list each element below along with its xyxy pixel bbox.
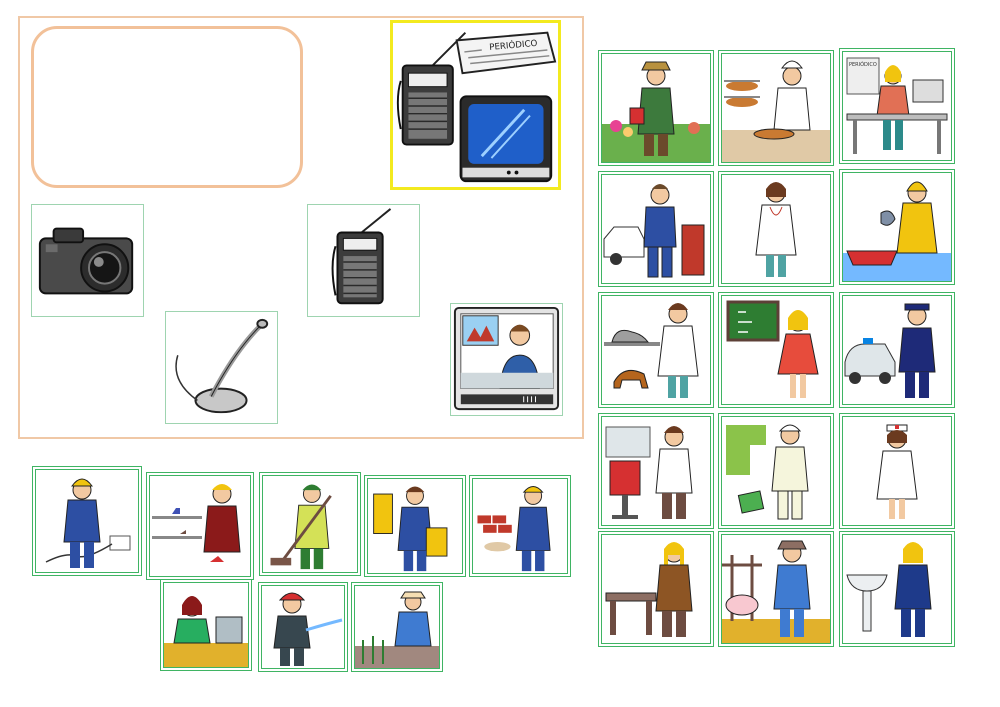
- profession-card-bricklayer[interactable]: [469, 475, 571, 577]
- profession-card-farmer[interactable]: [718, 531, 834, 647]
- profession-card-journalist[interactable]: PERIÓDICO: [839, 48, 955, 164]
- board-title: PERIÓDICO: [849, 61, 877, 68]
- fisherman-icon: [843, 181, 951, 281]
- profession-card-painter[interactable]: [718, 413, 834, 529]
- profession-card-cashier[interactable]: [160, 579, 252, 671]
- postal-worker-icon: [373, 486, 448, 572]
- profession-card-hairdresser[interactable]: [598, 413, 714, 529]
- answer-drop-zone[interactable]: [31, 26, 303, 188]
- gardener-icon: [602, 61, 710, 162]
- painter-icon: [726, 424, 809, 520]
- hairdresser-icon: [605, 426, 693, 519]
- teacher-icon: [726, 300, 819, 398]
- bricklayer-icon: [476, 486, 551, 572]
- plumber-icon: [846, 542, 932, 637]
- nurse-icon: [876, 424, 918, 519]
- doctor-icon: [755, 182, 797, 277]
- profession-card-nurse[interactable]: [839, 413, 955, 529]
- profession-card-doctor[interactable]: [718, 171, 834, 287]
- profession-card-gardener[interactable]: [598, 50, 714, 166]
- profession-card-baker[interactable]: [718, 50, 834, 166]
- tv-presenter-tile[interactable]: [450, 303, 563, 416]
- profession-card-veterinarian[interactable]: [598, 292, 714, 408]
- street-sweeper-icon: [270, 484, 332, 570]
- profession-card-postal-worker[interactable]: [364, 475, 466, 577]
- shoe-seller-icon: [152, 484, 241, 562]
- profession-card-teacher[interactable]: [718, 292, 834, 408]
- microphone-tile[interactable]: [165, 311, 278, 424]
- veterinarian-icon: [604, 303, 699, 398]
- camera-icon: [38, 227, 134, 295]
- profession-card-crop-farmer[interactable]: [351, 582, 443, 672]
- baker-icon: [722, 60, 830, 162]
- carpenter-icon: [605, 542, 693, 637]
- farmer-icon: [722, 540, 830, 643]
- profession-card-fisherman[interactable]: [839, 169, 955, 285]
- radio-tile[interactable]: [307, 204, 420, 317]
- tv-news-presenter-icon: [453, 306, 560, 411]
- journalist-icon: PERIÓDICO: [846, 57, 948, 154]
- profession-card-police-officer[interactable]: [839, 292, 955, 408]
- microphone-icon: [175, 318, 269, 414]
- profession-card-plumber[interactable]: [839, 531, 955, 647]
- camera-tile[interactable]: [31, 204, 144, 317]
- mechanic-icon: [603, 184, 705, 278]
- electrician-icon: [45, 478, 131, 568]
- profession-card-electrician[interactable]: [32, 466, 142, 576]
- firefighter-icon: [273, 592, 343, 666]
- profession-card-carpenter[interactable]: [598, 531, 714, 647]
- profession-card-street-sweeper[interactable]: [259, 472, 361, 576]
- profession-card-shoe-seller[interactable]: [146, 472, 254, 580]
- cashier-icon: [164, 596, 248, 667]
- police-officer-icon: [844, 303, 936, 398]
- profession-card-mechanic[interactable]: [598, 171, 714, 287]
- media-category-card: PERIÓDICO: [390, 20, 561, 190]
- newspaper-radio-tv-icon: PERIÓDICO: [396, 31, 557, 183]
- profession-card-firefighter[interactable]: [258, 582, 348, 672]
- radio-icon: [331, 208, 392, 305]
- crop-farmer-icon: [355, 591, 439, 668]
